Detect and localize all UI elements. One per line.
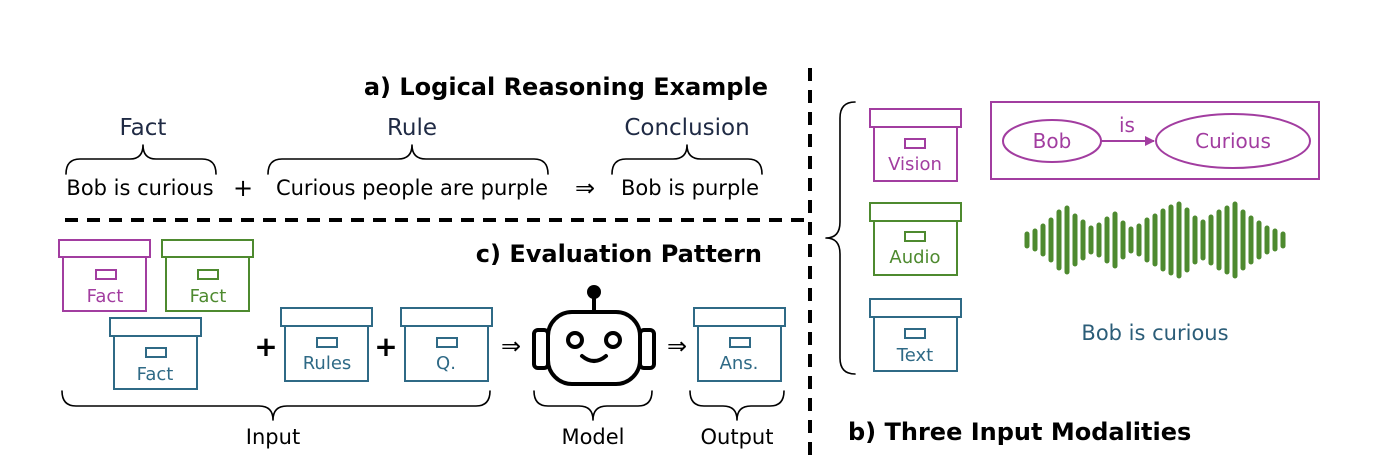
implies-sign-1: ⇒ [501, 332, 521, 360]
question-box: Q. [400, 307, 493, 382]
section-c: c) Evaluation Pattern Fact Fact Fact + R… [58, 239, 786, 449]
conclusion-text: Bob is purple [621, 176, 759, 200]
section-b-title: b) Three Input Modalities [848, 418, 1191, 446]
conclusion-header: Conclusion [624, 115, 749, 141]
input-label: Input [246, 425, 300, 449]
vision-box: Vision [869, 108, 962, 182]
fact-header: Fact [120, 115, 167, 141]
rule-text: Curious people are purple [276, 176, 548, 200]
section-b: Vision Audio Text Bob is Curious Bob is … [825, 101, 1320, 446]
graph-node-bob-label: Bob [1033, 129, 1072, 153]
plus-sign-2: + [374, 330, 397, 363]
audio-label: Audio [889, 247, 940, 268]
plus-sign: + [233, 174, 253, 202]
vision-graph-frame [990, 101, 1320, 180]
graph-node-curious-label: Curious [1195, 129, 1271, 153]
vision-graph: Bob is Curious [990, 101, 1320, 180]
rule-brace [267, 144, 549, 175]
text-label: Text [896, 345, 933, 366]
robot-icon [532, 285, 656, 386]
graph-edge-label: is [1119, 113, 1135, 137]
question-label: Q. [436, 353, 456, 374]
answer-box: Ans. [693, 307, 786, 382]
audio-box: Audio [869, 202, 962, 276]
fact-label-purple: Fact [87, 286, 124, 307]
text-sample: Bob is curious [1081, 321, 1228, 345]
fact-box-purple: Fact [58, 239, 151, 312]
fact-text: Bob is curious [66, 176, 213, 200]
fact-brace [65, 144, 217, 175]
fact-box-green: Fact [161, 239, 254, 312]
graph-node-curious [1155, 113, 1311, 169]
rules-label: Rules [303, 353, 352, 374]
answer-label: Ans. [720, 353, 759, 374]
fact-box-blue: Fact [109, 317, 202, 390]
fact-label-blue: Fact [137, 364, 174, 385]
plus-sign-1: + [254, 330, 277, 363]
text-box: Text [869, 298, 962, 372]
section-a: a) Logical Reasoning Example Fact Rule C… [65, 73, 768, 202]
rule-header: Rule [387, 115, 437, 141]
section-c-title: c) Evaluation Pattern [476, 240, 762, 268]
implies-sign-2: ⇒ [667, 332, 687, 360]
conclusion-brace [611, 144, 763, 175]
model-label: Model [561, 425, 624, 449]
output-brace [689, 390, 785, 421]
rules-box: Rules [280, 307, 373, 382]
output-label: Output [701, 425, 774, 449]
input-brace [61, 390, 491, 421]
fact-label-green: Fact [190, 286, 227, 307]
vision-label: Vision [888, 154, 942, 175]
audio-waveform [1024, 201, 1286, 279]
model-brace [533, 390, 653, 421]
implies-sign: ⇒ [575, 174, 595, 202]
section-a-title: a) Logical Reasoning Example [364, 73, 768, 101]
modalities-brace [825, 101, 856, 375]
